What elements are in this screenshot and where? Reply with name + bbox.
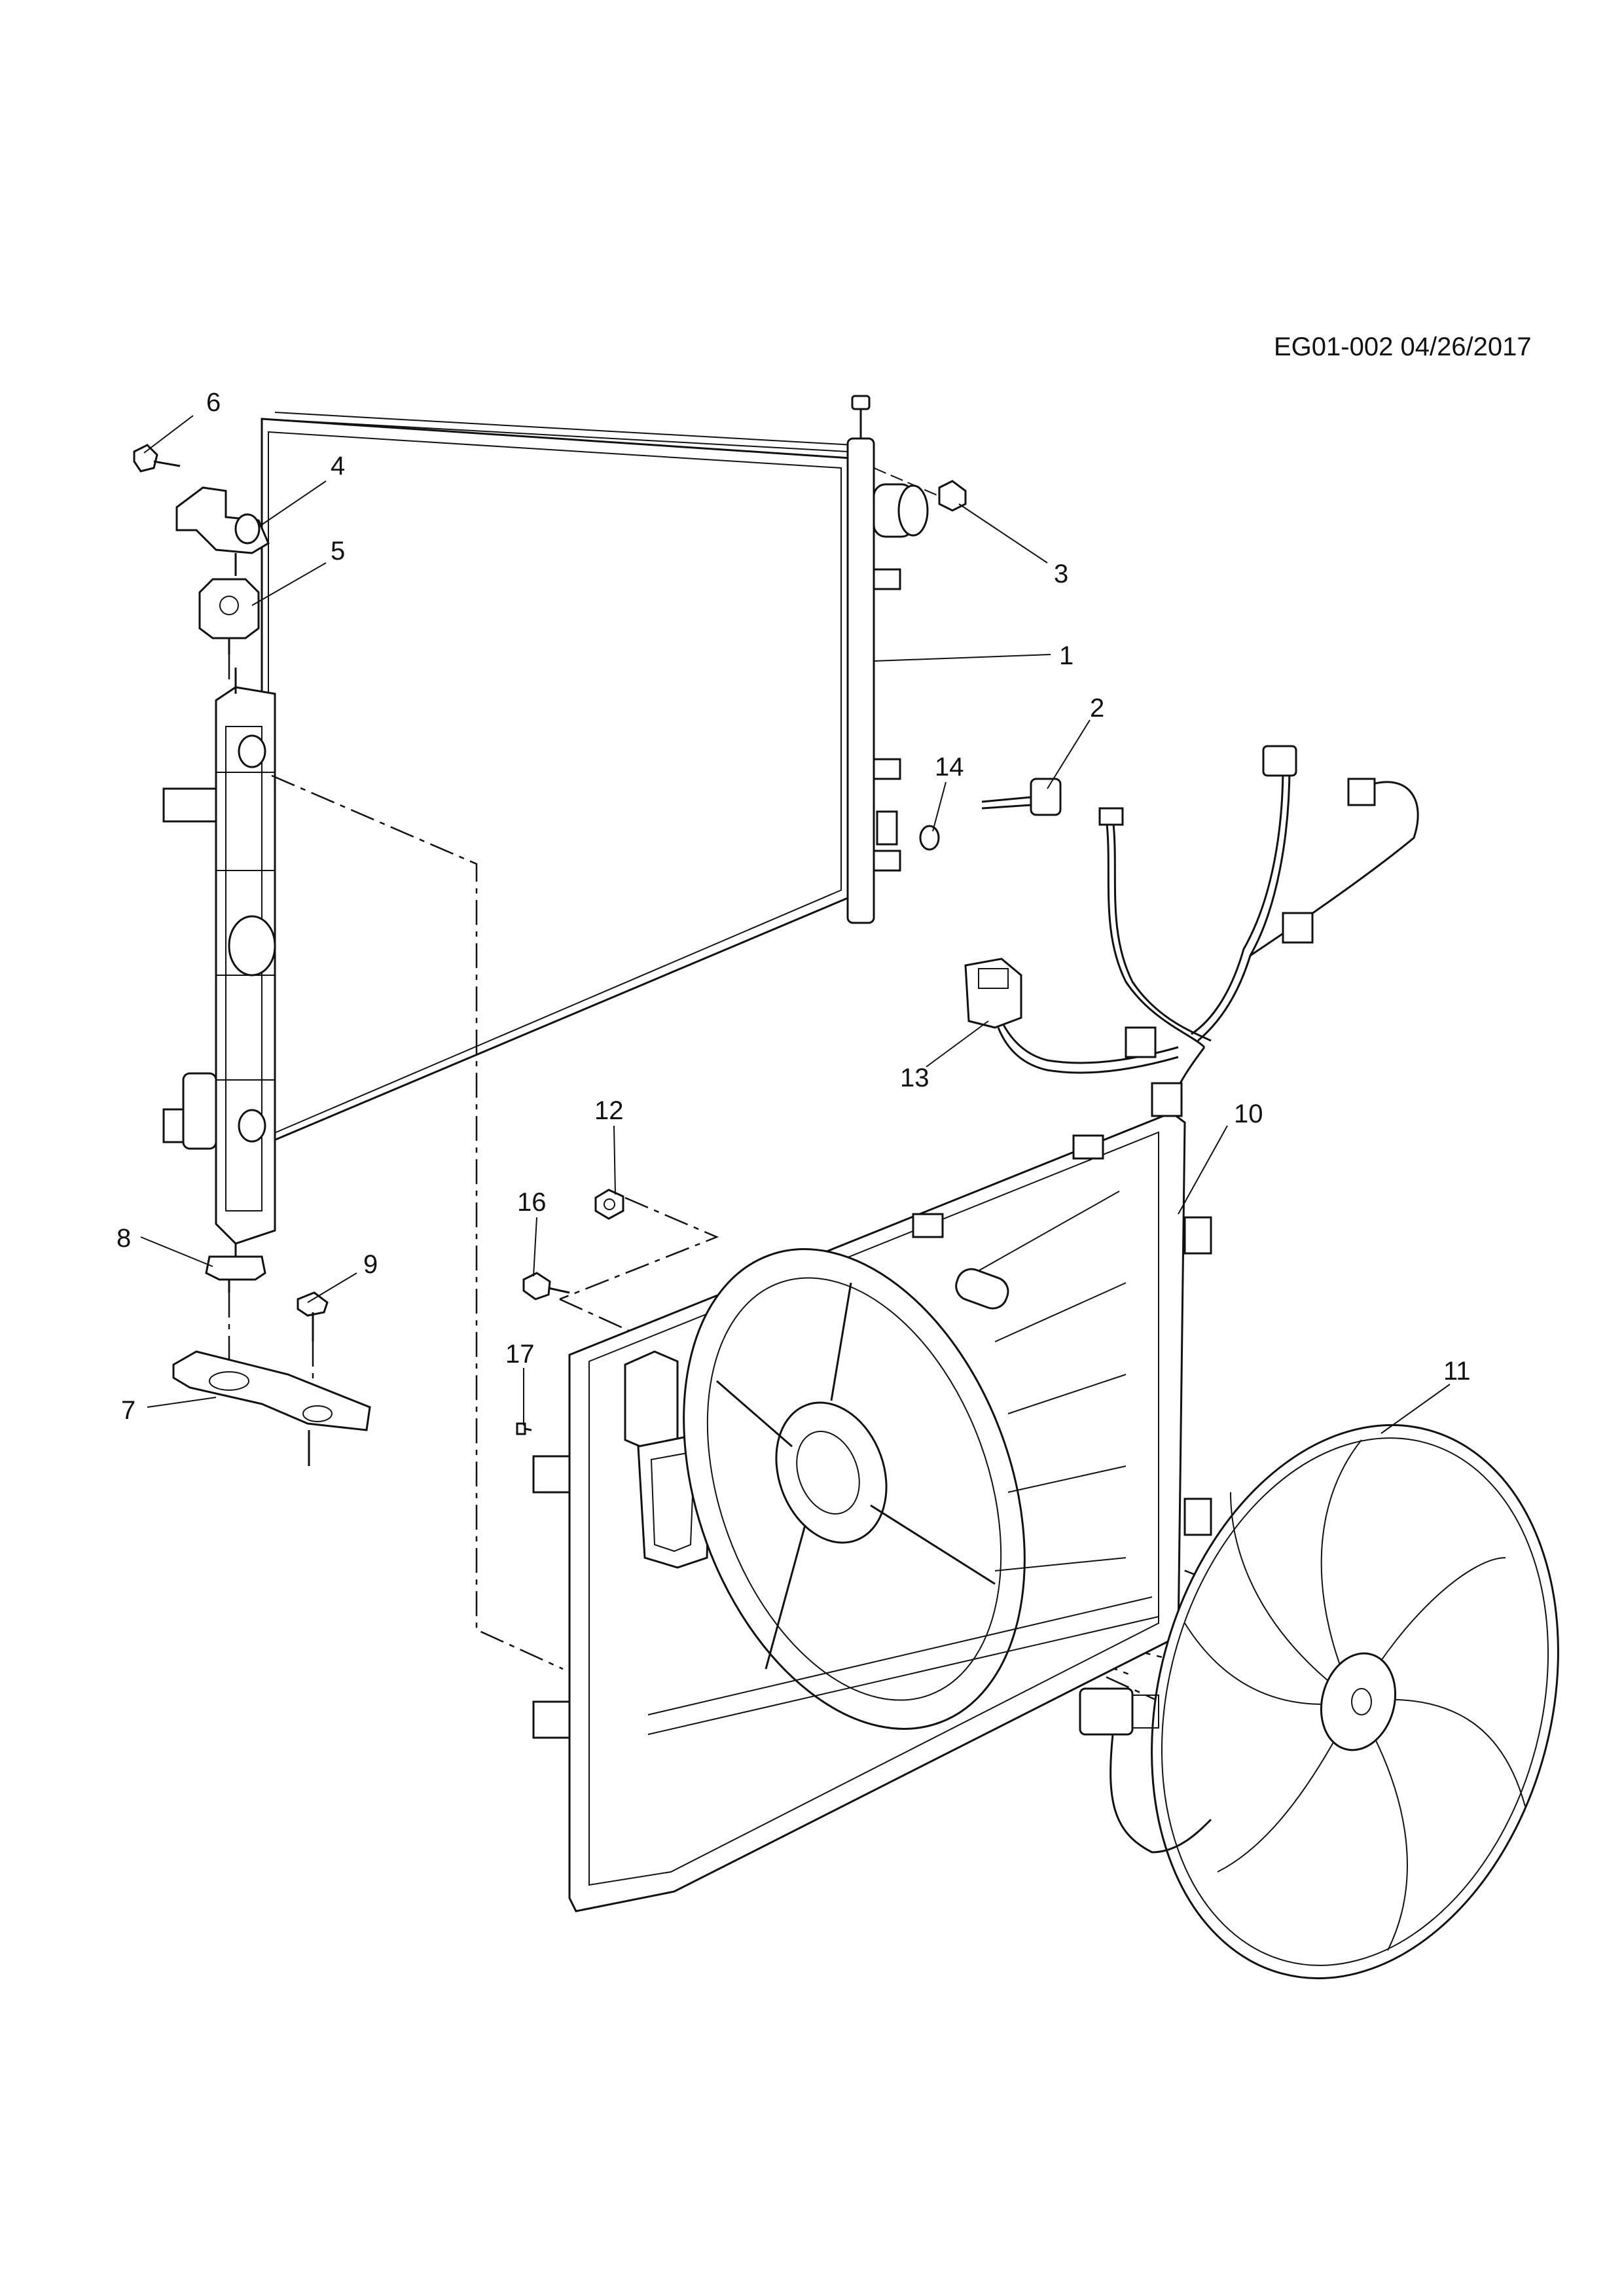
wiring-harness <box>964 745 1419 1117</box>
callout-16: 16 <box>517 1188 547 1217</box>
callout-14: 14 <box>935 753 964 781</box>
callout-12: 12 <box>594 1096 624 1125</box>
callout-13: 13 <box>900 1064 929 1092</box>
upper-mount-bracket <box>175 486 270 576</box>
callout-11: 11 <box>1443 1357 1471 1386</box>
radiator-bolt <box>873 467 967 512</box>
drain-plug-seal <box>919 825 940 851</box>
drain-plug <box>981 778 1062 816</box>
callout-1: 1 <box>1059 641 1074 670</box>
fan-shroud <box>532 1111 1212 1912</box>
shroud-bolt <box>522 1272 570 1300</box>
lower-bracket-bolt <box>297 1291 329 1342</box>
callout-8: 8 <box>117 1224 131 1253</box>
reference-code: EG01-002 04/26/2017 <box>1274 332 1532 361</box>
callout-17: 17 <box>505 1340 535 1369</box>
leader-lines <box>140 415 1451 1434</box>
fan-blade <box>1079 1424 1559 1980</box>
upper-mount-insulator <box>198 578 260 655</box>
shroud-nut <box>594 1189 624 1220</box>
callout-6: 6 <box>206 388 221 417</box>
callout-5: 5 <box>331 537 345 565</box>
callout-numbers: 1 2 3 4 5 6 7 8 9 10 11 12 13 14 16 17 <box>117 388 1471 1425</box>
upper-bracket-bolt <box>133 444 181 473</box>
lower-insulator <box>205 1255 266 1293</box>
callout-9: 9 <box>363 1250 378 1279</box>
callout-7: 7 <box>121 1396 135 1425</box>
shroud-clip <box>516 1422 532 1435</box>
callout-3: 3 <box>1054 560 1068 588</box>
callout-2: 2 <box>1090 694 1104 723</box>
callout-10: 10 <box>1234 1100 1263 1128</box>
radiator <box>162 395 929 1263</box>
lower-mount-bracket <box>172 1350 371 1466</box>
callout-4: 4 <box>331 452 345 480</box>
